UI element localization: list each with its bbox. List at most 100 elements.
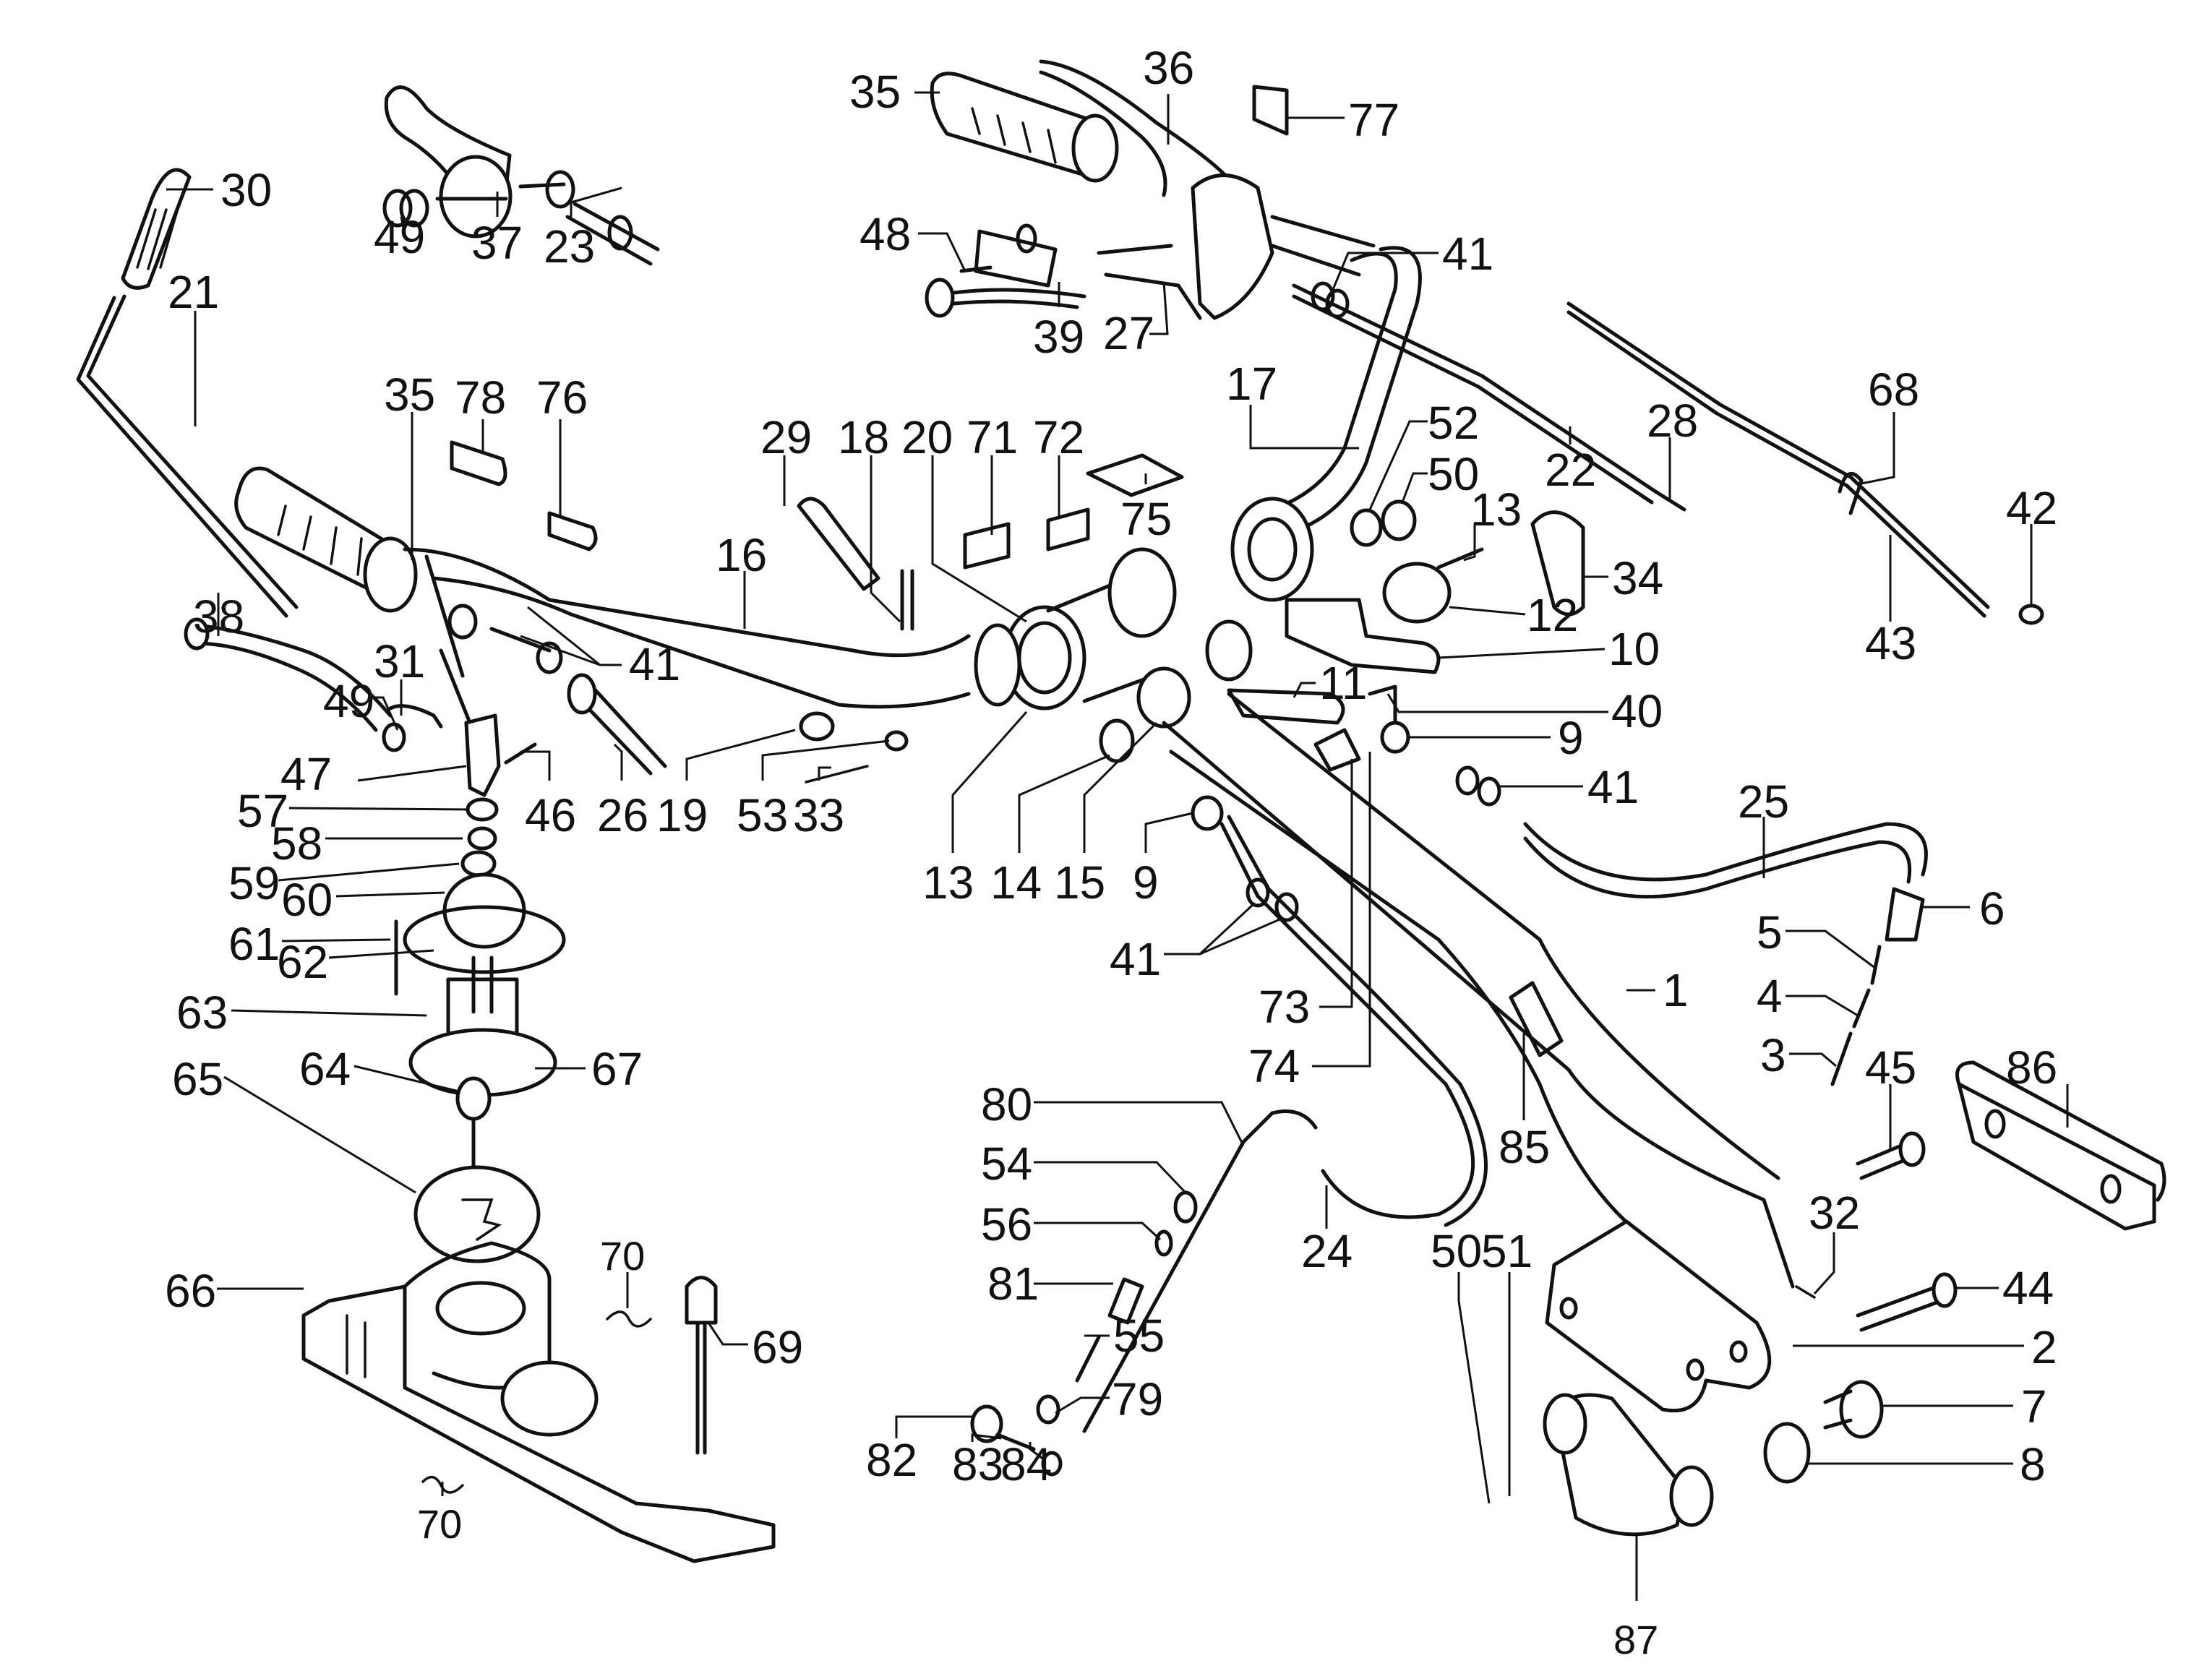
callout-16: 16 <box>716 529 767 581</box>
callout-48: 48 <box>859 208 911 260</box>
callout-72: 72 <box>1033 411 1084 463</box>
clamp-block-15-part <box>1136 619 1253 729</box>
washer-59-part <box>460 850 497 877</box>
spring-4-part <box>1852 988 1871 1029</box>
callout-71: 71 <box>966 411 1018 463</box>
lock-lever-29-part <box>797 497 880 591</box>
callout-9-center: 9 <box>1133 856 1159 909</box>
callout-65: 65 <box>172 1053 223 1105</box>
cable-end-42-part <box>2018 604 2044 625</box>
throttle-lever-part <box>382 85 660 266</box>
lever-cover-34-part <box>1530 510 1585 617</box>
callout-82: 82 <box>866 1434 917 1486</box>
return-spring-55-part <box>1075 1335 1101 1383</box>
callout-13-center: 13 <box>922 856 974 909</box>
callout-23: 23 <box>544 220 595 272</box>
circlip-57-part <box>466 797 499 822</box>
callout-74: 74 <box>1248 1040 1300 1092</box>
callout-30: 30 <box>220 164 272 216</box>
washer-53-part <box>884 730 909 752</box>
washer-58-part <box>467 826 497 851</box>
ball-64-part <box>455 1076 492 1121</box>
clutch-lever-knob <box>184 617 210 650</box>
brake-lever-36-part <box>1039 59 1238 197</box>
callout-18: 18 <box>838 411 889 463</box>
bolt-44-head <box>1932 1272 1958 1308</box>
callout-9-right: 9 <box>1558 712 1584 764</box>
callout-61: 61 <box>228 918 280 970</box>
callout-8: 8 <box>2020 1438 2046 1490</box>
cable-guide-19-part <box>799 711 835 742</box>
serrated-hub-20-part <box>974 497 1314 710</box>
callout-17: 17 <box>1226 358 1277 410</box>
lever-housing-part <box>1191 173 1274 320</box>
callout-54: 54 <box>981 1138 1032 1190</box>
mounting-plate-86-part <box>1955 1060 2166 1231</box>
callout-86: 86 <box>2006 1042 2057 1094</box>
callout-38: 38 <box>193 591 244 643</box>
callout-70-lower: 70 <box>417 1501 462 1547</box>
callout-75: 75 <box>1120 493 1172 545</box>
callout-50-upper: 50 <box>1428 448 1479 500</box>
shift-base-66-part <box>301 1241 776 1563</box>
callout-57: 57 <box>237 785 288 837</box>
washer-8-part <box>1763 1422 1811 1484</box>
callout-56: 56 <box>981 1198 1032 1250</box>
callout-42: 42 <box>2006 482 2057 534</box>
callout-85: 85 <box>1499 1121 1550 1173</box>
lock-nut-56-part <box>1154 1229 1173 1257</box>
cable-sleeve-81-part <box>1107 1277 1144 1325</box>
grease-nipple-32-part <box>1795 1285 1816 1299</box>
callout-70-upper: 70 <box>600 1233 645 1279</box>
nut-50-upper-part <box>1381 499 1417 541</box>
callout-76: 76 <box>536 372 588 424</box>
callout-39: 39 <box>1033 311 1084 363</box>
callout-69: 69 <box>752 1321 803 1373</box>
callout-60: 60 <box>281 874 333 926</box>
callout-11: 11 <box>1319 657 1367 709</box>
brake-cable-25-part <box>1523 822 1928 899</box>
left-grip-part <box>234 466 418 613</box>
clutch-lever-part <box>193 623 393 732</box>
callout-27: 27 <box>1103 307 1154 359</box>
center-cable-part <box>1219 815 1488 1227</box>
callout-36: 36 <box>1143 42 1194 94</box>
callout-83: 83 <box>952 1438 1003 1490</box>
clip-70-upper-part <box>606 1310 652 1328</box>
shift-knob-part <box>121 168 192 290</box>
cable-bracket-27-part <box>1097 244 1202 320</box>
callout-35-left: 35 <box>384 369 435 421</box>
callout-51: 51 <box>1481 1225 1532 1277</box>
callout-79: 79 <box>1112 1373 1163 1425</box>
right-bar-part <box>1270 246 1422 533</box>
clamp-9-center-part <box>1191 795 1224 831</box>
callout-63: 63 <box>176 987 228 1039</box>
callout-58: 58 <box>271 817 322 869</box>
callout-10: 10 <box>1608 623 1660 675</box>
spring-28-part <box>1653 489 1686 512</box>
washer-52-part <box>1350 508 1383 547</box>
bolt-45-head <box>1898 1131 1926 1167</box>
housing-63-part <box>408 956 557 1097</box>
callout-32: 32 <box>1809 1187 1860 1239</box>
callout-22: 22 <box>1545 444 1596 496</box>
shift-arm-47-part <box>464 713 501 797</box>
nut-set-41-center-part <box>1246 877 1299 922</box>
callout-50-lower: 50 <box>1431 1225 1482 1277</box>
callout-45: 45 <box>1865 1042 1916 1094</box>
callout-12: 12 <box>1527 589 1578 641</box>
callout-2: 2 <box>2031 1321 2057 1373</box>
nut-49-mid-part <box>382 722 406 752</box>
callout-3: 3 <box>1760 1029 1786 1081</box>
callout-46: 46 <box>525 789 576 841</box>
callout-15: 15 <box>1054 856 1105 909</box>
illustration <box>76 59 2166 1563</box>
frame-1-part <box>1162 692 1795 1289</box>
callout-6: 6 <box>1979 883 2005 935</box>
right-grip-part <box>930 72 1119 183</box>
bolt-44-part <box>1856 1284 1943 1332</box>
clip-31-part <box>388 704 443 729</box>
cable-bolt-82-part <box>970 1404 1003 1443</box>
callout-81: 81 <box>987 1258 1039 1310</box>
callout-26: 26 <box>597 789 648 841</box>
